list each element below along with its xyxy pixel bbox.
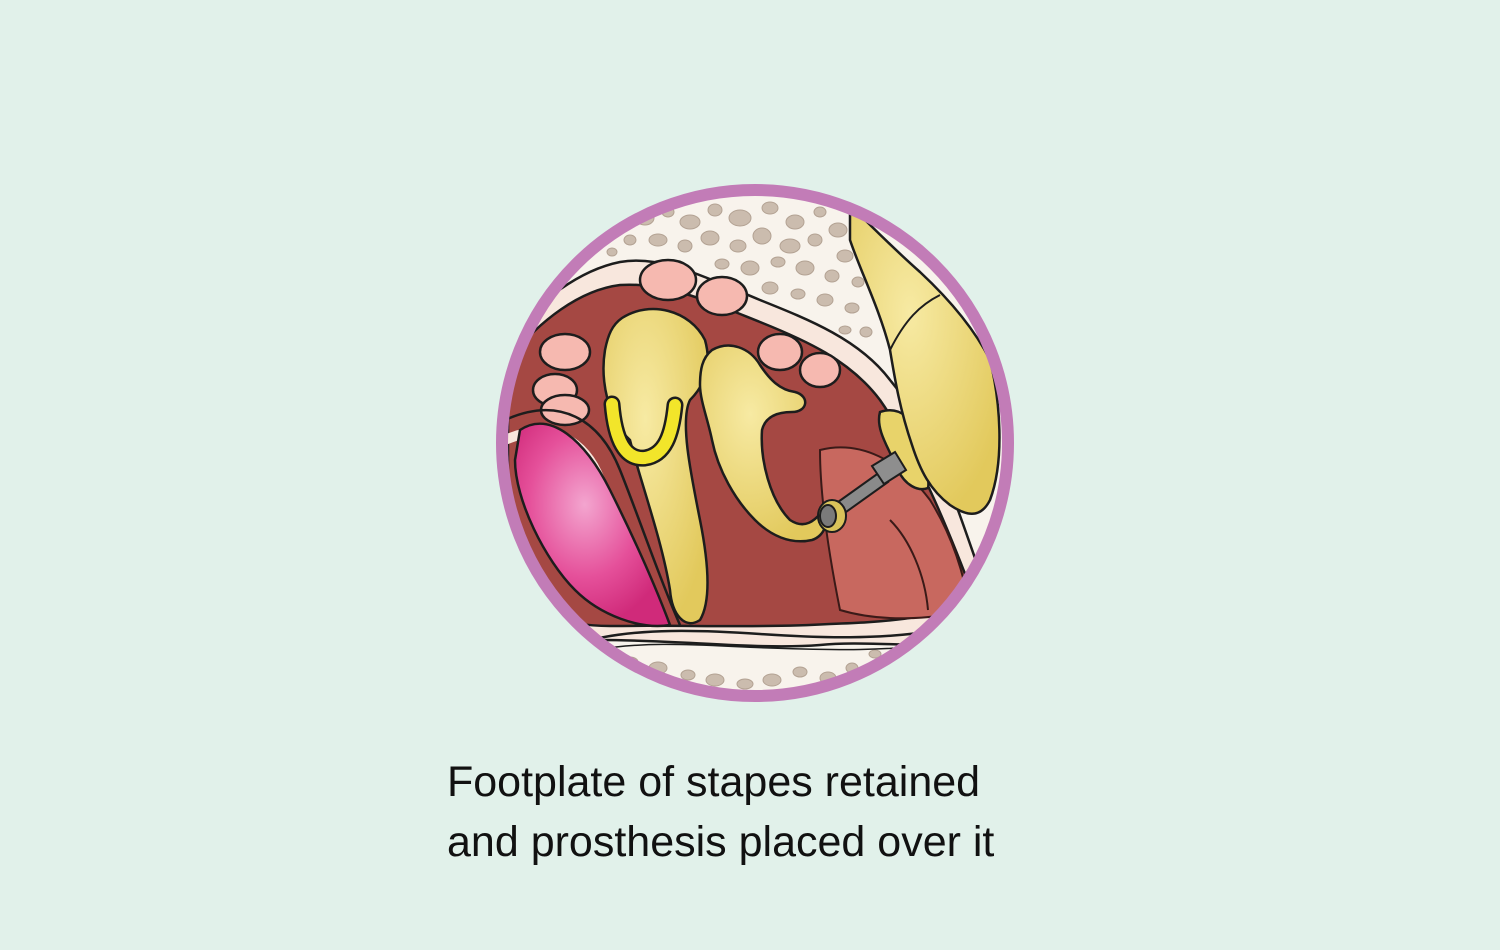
canal-structure [848,201,1001,515]
prosthesis-loop [606,398,681,465]
figure-caption: Footplate of stapes retained and prosthe… [447,752,1207,872]
caption-line-2: and prosthesis placed over it [447,818,995,866]
magnifier-ring [496,184,1014,702]
prosthesis-piston [817,450,908,533]
incus [698,344,828,543]
magnified-view-content [502,190,1008,696]
mucosal-folds [531,258,842,427]
caption-line-1: Footplate of stapes retained [447,758,981,806]
muscle [513,422,672,628]
